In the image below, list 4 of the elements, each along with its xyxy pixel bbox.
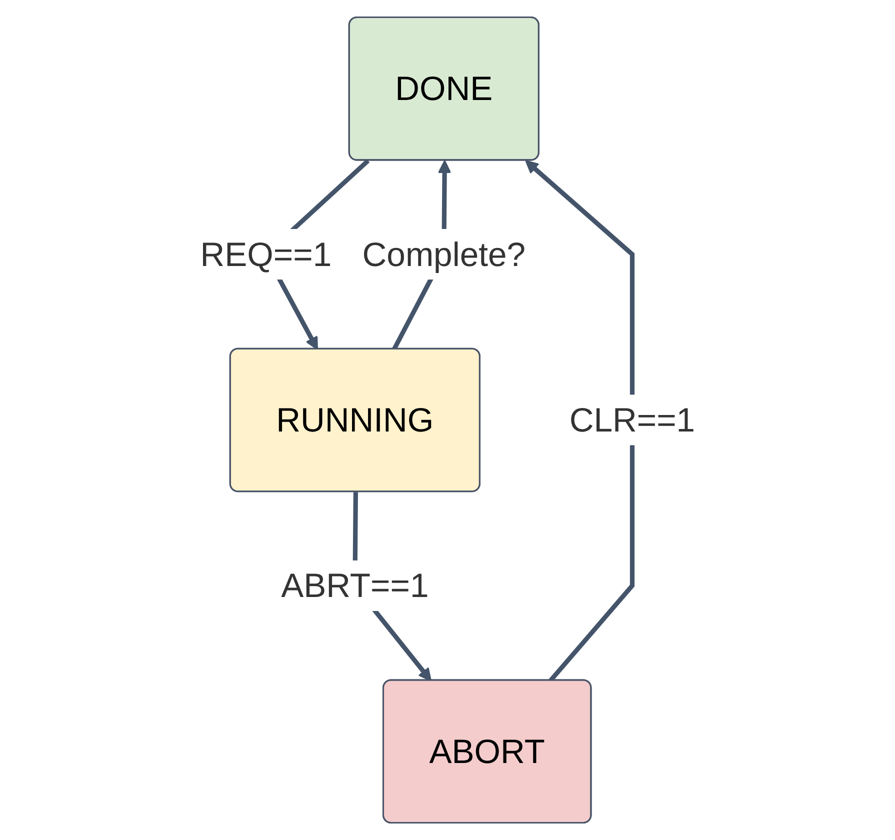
edge-label: REQ==1 xyxy=(200,235,332,274)
edge-label: ABRT==1 xyxy=(280,566,429,605)
edge-label: CLR==1 xyxy=(569,400,695,440)
edge-label: Complete? xyxy=(362,235,526,274)
